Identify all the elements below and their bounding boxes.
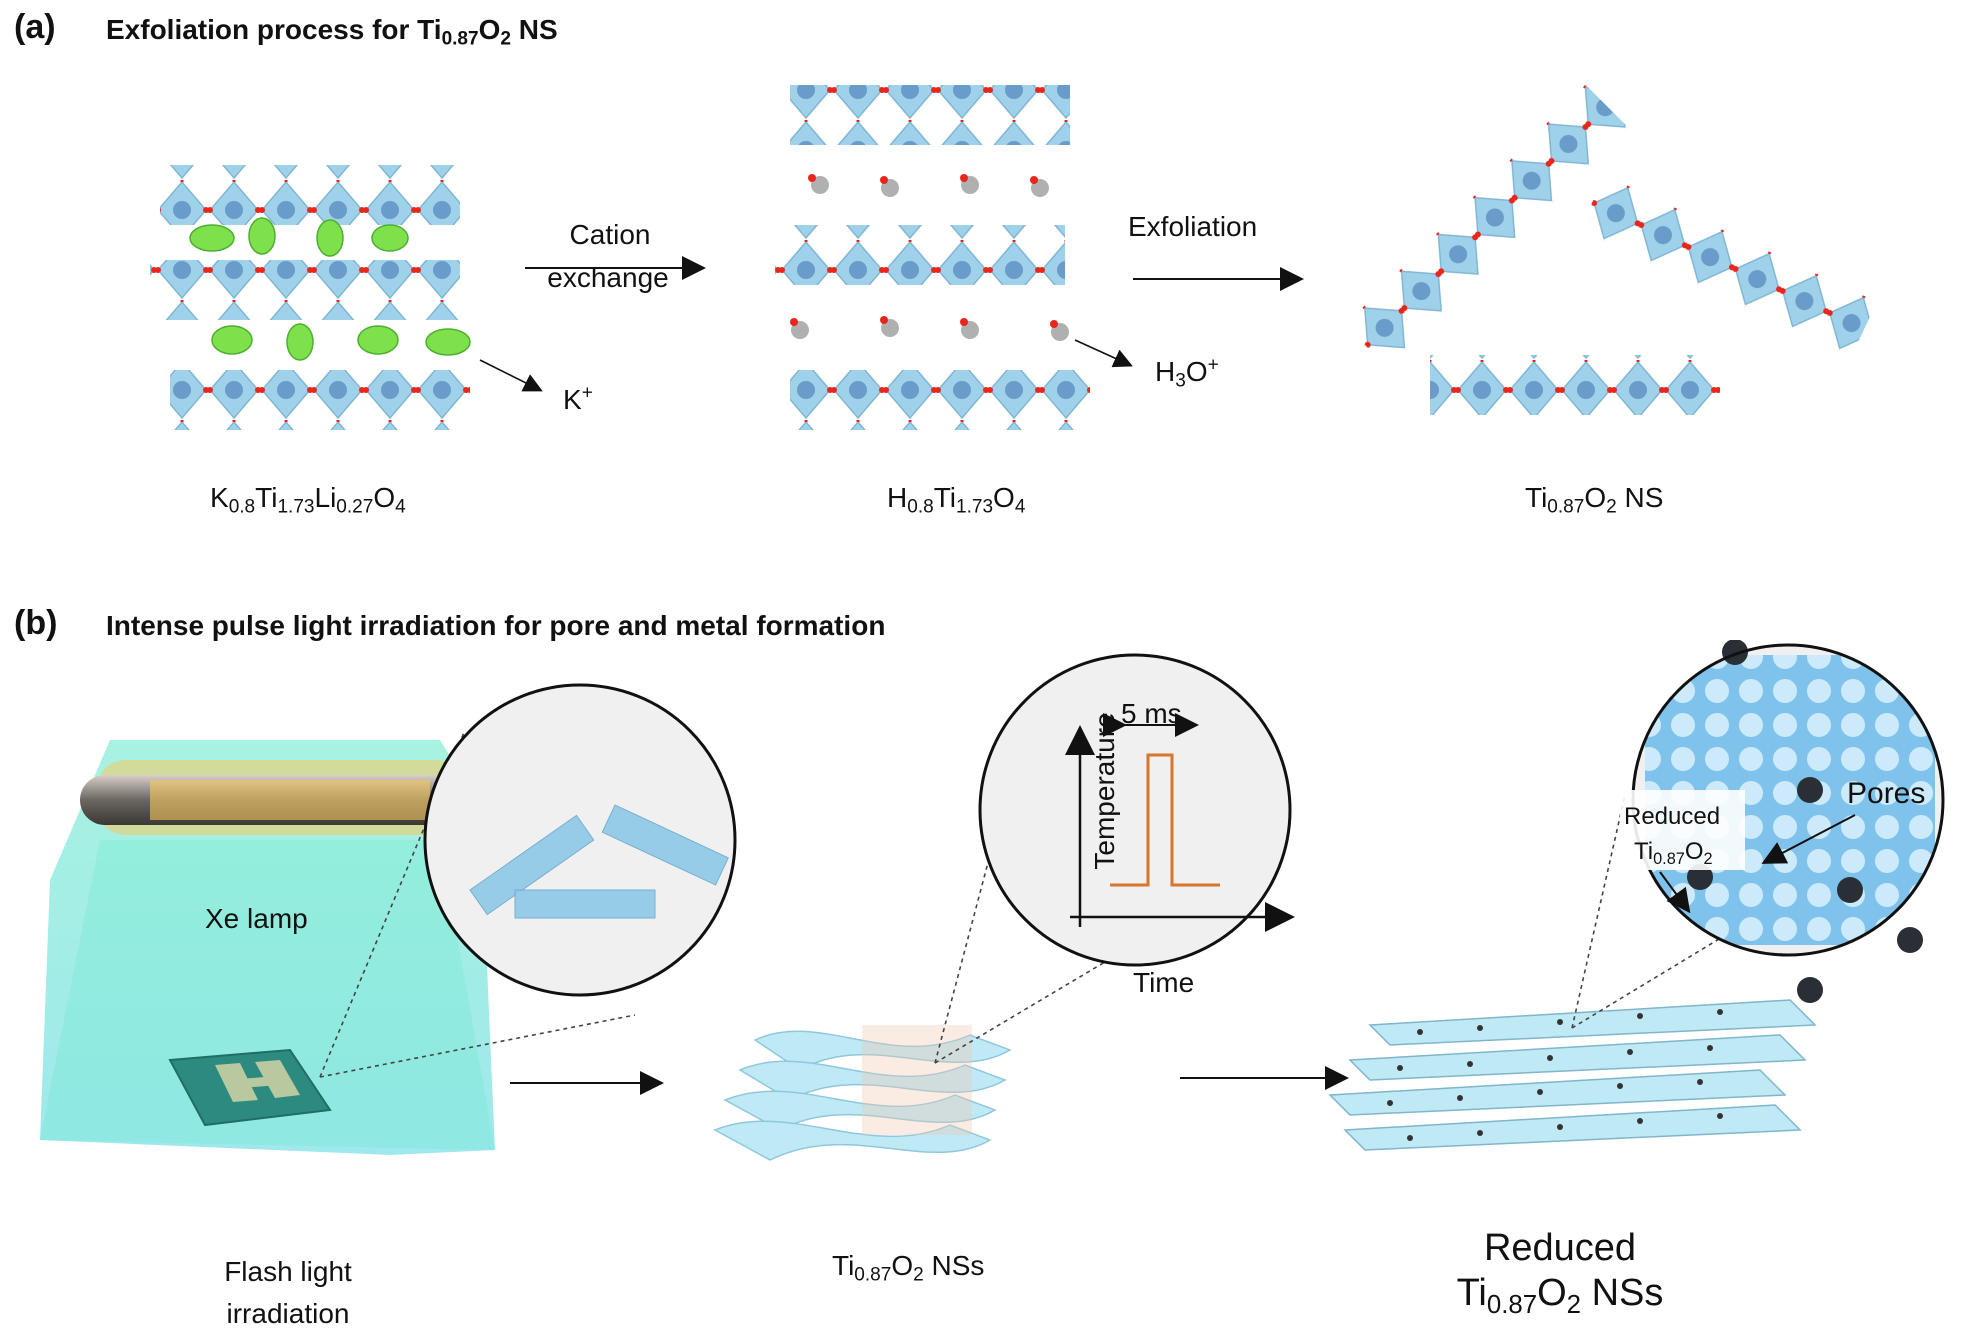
panel-a-title: Exfoliation process for Ti0.87O2 NS <box>106 14 558 49</box>
metal-particles <box>1687 640 1923 1003</box>
inset-red-b: O <box>1684 838 1704 865</box>
inset-red-a: Ti <box>1634 838 1654 865</box>
f2-c-sub: 4 <box>1014 496 1026 518</box>
panel-b-letter: (b) <box>14 604 58 642</box>
h3o-charge: + <box>1207 354 1219 376</box>
label-axis-temperature: Temperature <box>1089 712 1120 870</box>
light-cone <box>40 740 495 1155</box>
f2-a-sub: 0.8 <box>907 496 934 518</box>
label-ns-stack: Ti0.87O2 NSs <box>832 1250 985 1285</box>
f2-c: O <box>993 482 1015 513</box>
h3o-o: O <box>1185 356 1208 387</box>
panel-a-graphics <box>150 84 1877 430</box>
f2-b-sub: 1.73 <box>956 496 994 518</box>
f3-a: Ti <box>1525 482 1548 513</box>
red-b-sub: 2 <box>1566 1290 1582 1319</box>
structure-k-titanate <box>150 165 471 430</box>
k-ion-symbol: K <box>563 384 582 415</box>
ns-b: O <box>891 1250 914 1281</box>
ns-b-sub: 2 <box>913 1264 924 1286</box>
panel-a-title-tail: NS <box>510 14 558 45</box>
potassium-ions <box>189 217 471 361</box>
inset-label-box <box>1620 790 1745 870</box>
flash-lamp-apparatus <box>40 740 495 1155</box>
panel-b-title: Intense pulse light irradiation for pore… <box>106 610 886 641</box>
panel-a-title-o-sub: 2 <box>500 28 511 50</box>
panel-b-graphics <box>40 640 1945 1161</box>
f3-b-sub: 2 <box>1606 496 1617 518</box>
label-exfoliation: Exfoliation <box>1128 211 1258 242</box>
formula-h-titanate: H0.8Ti1.73O4 <box>887 482 1025 517</box>
h3o-h: H <box>1155 356 1176 387</box>
ns-tail: NSs <box>923 1250 985 1281</box>
f1-d: O <box>373 482 396 513</box>
inset-red-b-sub: 2 <box>1703 849 1713 868</box>
f3-a-sub: 0.87 <box>1547 496 1585 518</box>
f1-b-sub: 1.73 <box>277 496 315 518</box>
label-flash-line2: irradiation <box>226 1298 350 1329</box>
electrode-bridge <box>228 1075 290 1089</box>
f1-c-sub: 0.27 <box>336 496 374 518</box>
label-reduced-line1: Reduced <box>1483 1227 1637 1269</box>
red-tail: NSs <box>1581 1272 1664 1314</box>
label-inset-reduced-line2: Ti0.87O2 <box>1634 838 1713 868</box>
label-xe-lamp: Xe lamp <box>205 903 308 934</box>
inset-pore-lattice <box>1620 640 1945 1003</box>
panel-a-title-o: O <box>478 14 501 45</box>
panel-a-title-main: Exfoliation process for Ti <box>106 14 442 45</box>
reduced-pointer <box>1659 871 1691 914</box>
inset-nanosheets <box>423 683 737 997</box>
structure-h-titanate <box>775 85 1090 430</box>
label-k-ion: K+ <box>563 384 593 416</box>
f1-c: Li <box>314 482 337 513</box>
label-pores: Pores <box>1847 777 1926 810</box>
label-h3o-ion: H3O+ <box>1155 354 1219 391</box>
label-axis-time: Time <box>1133 967 1195 998</box>
porous-nanosheets <box>1328 999 1817 1151</box>
ns-a-sub: 0.87 <box>854 1264 892 1286</box>
label-reduced-line2: Ti0.87O2 NSs <box>1415 1272 1705 1318</box>
arrow-k-ion <box>479 359 543 392</box>
panel-a-letter: (a) <box>14 8 56 46</box>
structure-nanosheets <box>1345 84 1877 415</box>
f1-a-sub: 0.8 <box>228 496 256 518</box>
hydronium-ions <box>790 174 1069 341</box>
red-a-sub: 0.87 <box>1486 1290 1538 1319</box>
f2-a: H <box>887 482 908 513</box>
k-ion-charge: + <box>581 382 593 404</box>
f1-a: K <box>210 482 229 513</box>
label-pulse-width: 5 ms <box>1121 698 1182 729</box>
inset-red-a-sub: 0.87 <box>1653 849 1685 868</box>
stacked-nanosheets <box>713 1030 1012 1161</box>
f3-b: O <box>1584 482 1607 513</box>
label-inset-reduced-line1: Reduced <box>1624 803 1721 830</box>
arrow-h3o-ion <box>1074 339 1133 368</box>
f1-b: Ti <box>255 482 278 513</box>
red-a: Ti <box>1456 1272 1487 1314</box>
h3o-sub: 3 <box>1175 370 1186 392</box>
red-b: O <box>1537 1272 1567 1314</box>
label-exchange: exchange <box>547 262 669 293</box>
inset-temperature-pulse <box>978 653 1295 967</box>
f2-b: Ti <box>933 482 956 513</box>
highlight-region <box>862 1025 972 1135</box>
formula-k-titanate: K0.8Ti1.73Li0.27O4 <box>210 482 406 517</box>
f3-tail: NS <box>1616 482 1664 513</box>
pulse-curve <box>1110 753 1220 887</box>
ns-a: Ti <box>832 1250 855 1281</box>
panel-a-title-sub: 0.87 <box>441 28 479 50</box>
label-flash-line1: Flash light <box>224 1256 352 1287</box>
formula-nanosheet: Ti0.87O2 NS <box>1525 482 1664 517</box>
pore-pointer <box>1761 814 1856 864</box>
f1-d-sub: 4 <box>395 496 406 518</box>
label-cation: Cation <box>569 219 651 250</box>
